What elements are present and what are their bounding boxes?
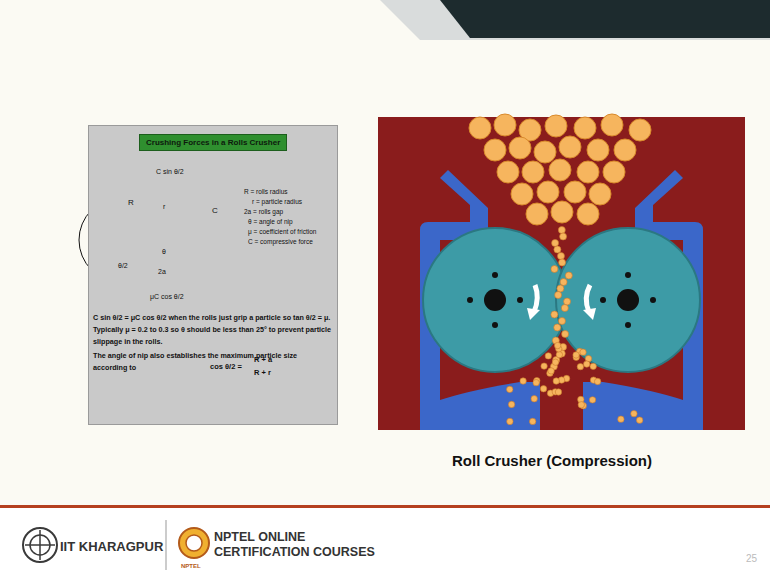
footer-band xyxy=(0,508,770,580)
panel-title: Crushing Forces in a Rolls Crusher xyxy=(140,135,286,150)
footer-text: IIT KHARAGPUR xyxy=(60,539,163,554)
roll-crusher-illustration xyxy=(378,114,745,430)
dimension-label: C sin θ/2 xyxy=(156,168,184,175)
symbol-definition: R = rolls radius xyxy=(244,188,288,195)
footer-divider xyxy=(166,520,167,570)
dimension-label: 2a xyxy=(158,268,166,275)
footer-text: NPTEL ONLINE CERTIFICATION COURSES xyxy=(214,530,404,560)
formula-text: R + a xyxy=(254,355,272,364)
symbol-definition: θ = angle of nip xyxy=(248,218,293,225)
symbol-definition: μ = coefficient of friction xyxy=(248,228,316,235)
symbol-definition: 2a = rolls gap xyxy=(244,208,283,215)
footer-rule xyxy=(0,505,770,508)
symbol-definition: r = particle radius xyxy=(252,198,302,205)
footer-text: 25 xyxy=(746,553,757,564)
dimension-label: θ/2 xyxy=(118,262,128,269)
dimension-label: r xyxy=(163,203,165,210)
figure-caption: Roll Crusher (Compression) xyxy=(452,452,652,469)
formula-text: cos θ/2 = xyxy=(210,362,242,371)
footer-text: NPTEL xyxy=(181,563,201,569)
nptel-logo xyxy=(179,528,209,558)
header-band xyxy=(440,0,770,38)
dimension-label: R xyxy=(128,198,134,207)
header-band xyxy=(380,0,770,40)
dimension-label: μC cos θ/2 xyxy=(150,293,184,300)
dimension-label: C xyxy=(212,206,218,215)
explanation-text: C sin θ/2 = μC cos θ/2 when the rolls ju… xyxy=(93,312,333,348)
dimension-label: θ xyxy=(162,248,166,255)
title-box: Crushing Forces in a Rolls Crusher xyxy=(139,134,287,151)
symbol-definition: C = compressive force xyxy=(248,238,313,245)
formula-text: R + r xyxy=(254,368,271,377)
iit-logo xyxy=(23,528,57,562)
info-panel: C sin θ/2 = μC cos θ/2 when the rolls ju… xyxy=(88,125,338,425)
